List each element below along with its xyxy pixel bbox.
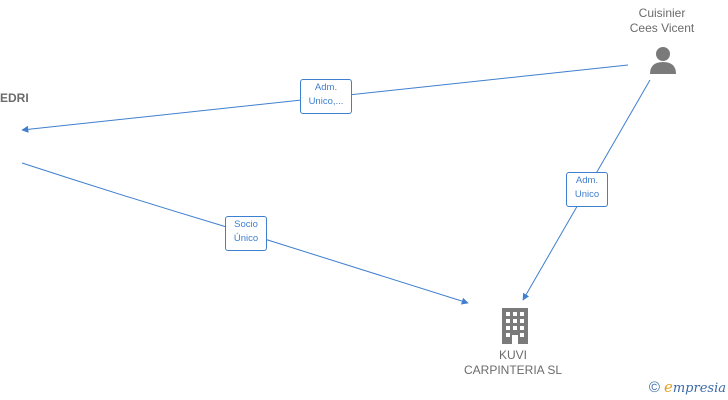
building-icon[interactable] xyxy=(499,308,531,344)
edge-label-adm-unico-1[interactable]: Adm. Unico,... xyxy=(300,79,352,114)
person-role: Cuisinier xyxy=(638,6,686,20)
empresia-brand[interactable]: © empresia xyxy=(649,378,726,396)
company-node-label: KUVI CARPINTERIA SL xyxy=(455,348,571,378)
copyright-symbol: © xyxy=(648,378,660,396)
edge-label-adm-unico-2[interactable]: Adm. Unico xyxy=(566,172,608,207)
person-name: Cees Vicent xyxy=(629,21,695,35)
company-name-line2: CARPINTERIA SL xyxy=(463,363,563,377)
left-node-label: EDRI xyxy=(0,91,29,105)
company-name-line1: KUVI xyxy=(498,348,527,362)
edge-left-to-company xyxy=(21,162,469,305)
brand-logo: empresia xyxy=(663,378,726,396)
edge-label-socio-unico[interactable]: Socio Único xyxy=(225,216,267,251)
person-icon[interactable] xyxy=(648,44,678,74)
person-node-label: Cuisinier Cees Vicent xyxy=(612,6,712,36)
